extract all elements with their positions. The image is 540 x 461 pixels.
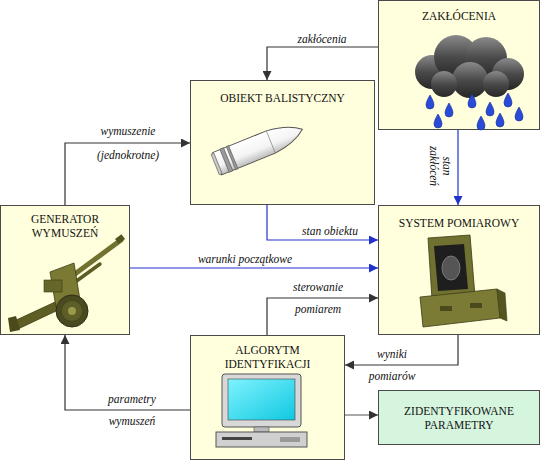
- flow-label: stan zakłóceń: [427, 136, 453, 196]
- flow-arrow: [345, 335, 458, 365]
- measurement-device: [420, 235, 507, 327]
- node-title: OBIEKT BALISTYCZNY: [198, 91, 368, 105]
- flow-arrow: [267, 47, 378, 80]
- projectile: [211, 118, 308, 176]
- node-title: SYSTEM POMIAROWY: [384, 216, 534, 230]
- flow-arrow: [65, 143, 190, 205]
- algorithm-box: ALGORYTM IDENTYFIKACJI: [190, 335, 345, 460]
- computer: [216, 374, 307, 447]
- storm-cloud: [415, 35, 524, 98]
- node-title: GENERATOR WYMUSZEŃ: [18, 212, 113, 240]
- flow-arrow: [65, 335, 190, 410]
- raindrops: [426, 93, 523, 130]
- generator-box: GENERATOR WYMUSZEŃ: [0, 205, 130, 335]
- node-title: ZAKŁÓCENIA: [384, 9, 534, 23]
- object-box: OBIEKT BALISTYCZNY: [190, 80, 375, 205]
- flow-label: zakłócenia: [277, 32, 367, 46]
- flow-arrow: [267, 298, 378, 335]
- node-title: ALGORYTM IDENTYFIKACJI: [213, 343, 323, 371]
- disturbance-box: ZAKŁÓCENIA: [378, 0, 540, 130]
- flow-label: stan obiektu: [280, 224, 380, 238]
- node-title: ZIDENTYFIKOWANE PARAMETRY: [397, 404, 522, 432]
- howitzer: [8, 234, 125, 332]
- flow-label: warunki początkowe: [170, 252, 320, 266]
- flow-arrow: [130, 267, 378, 268]
- measurement-box: SYSTEM POMIAROWY: [378, 205, 540, 335]
- flow-arrow: [345, 414, 378, 415]
- flow-arrow: [457, 130, 458, 205]
- result-box: ZIDENTYFIKOWANE PARAMETRY: [378, 390, 540, 445]
- flow-arrow: [267, 205, 378, 240]
